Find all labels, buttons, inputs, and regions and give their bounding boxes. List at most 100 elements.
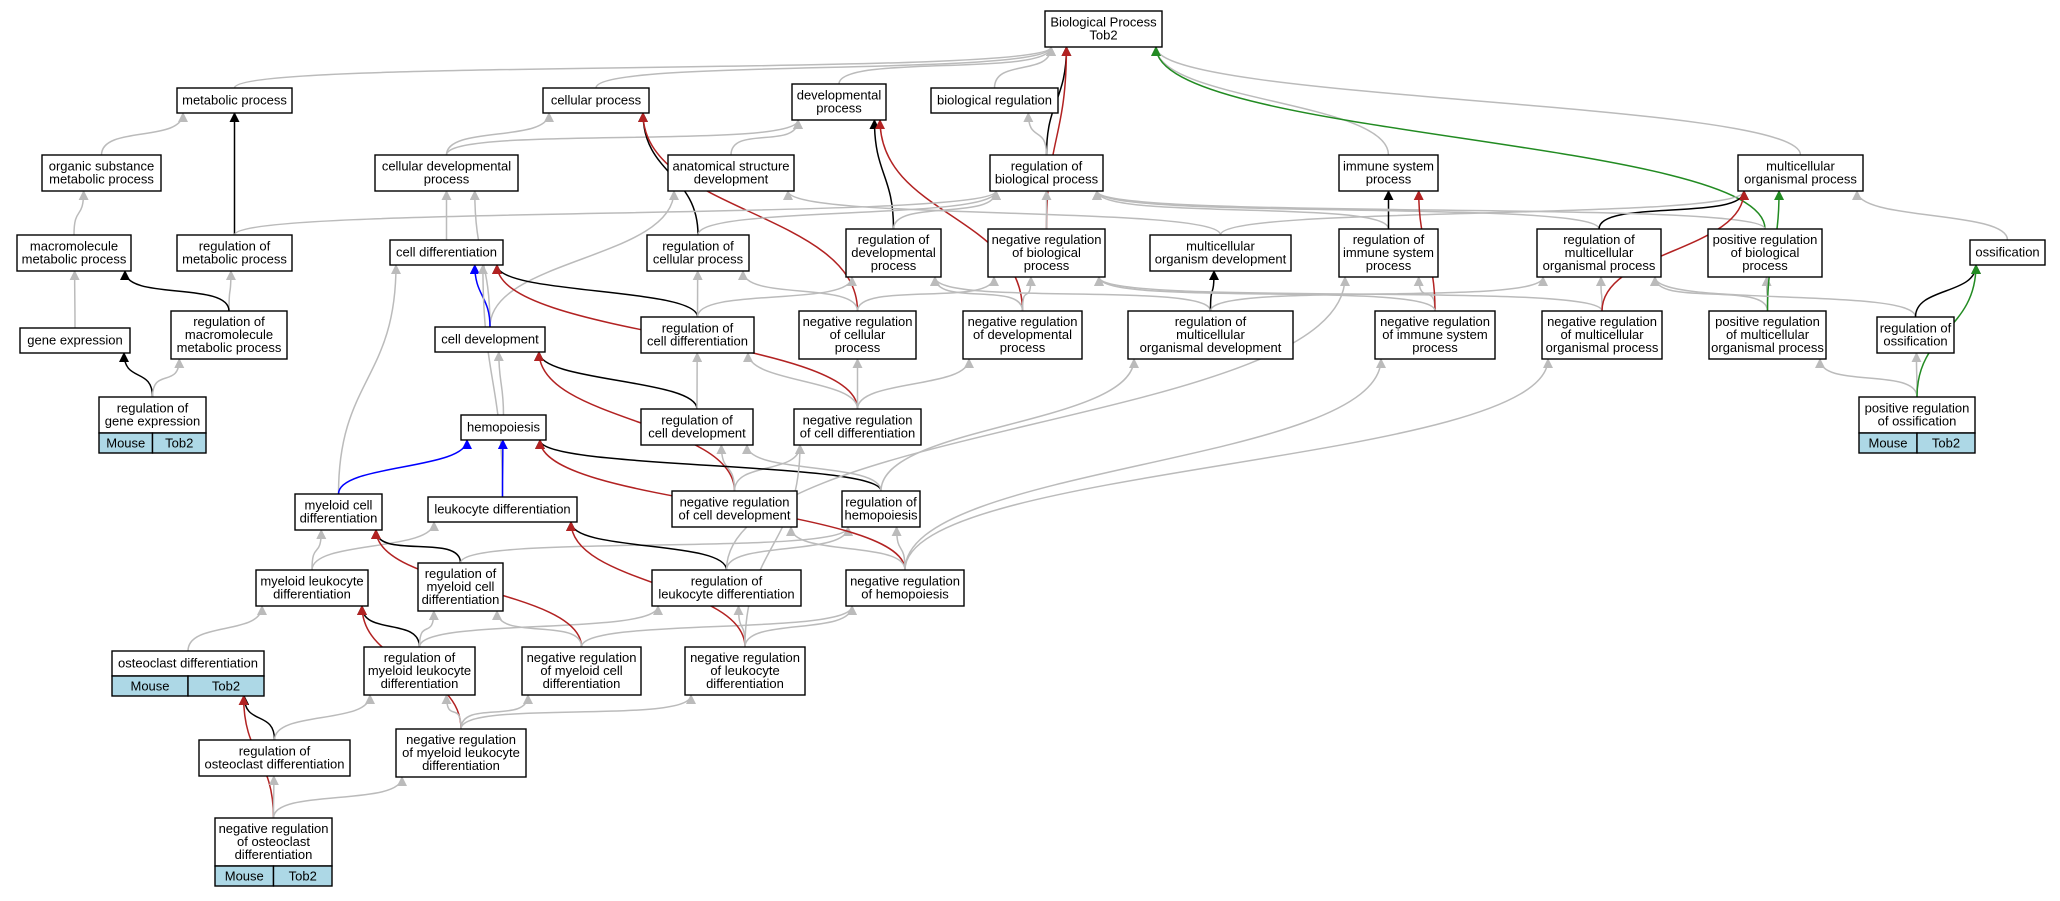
go-term-hemopoiesis[interactable]: hemopoiesis bbox=[460, 414, 547, 441]
edge-is-a-neg-reg-myeloid-cell-diff-to-reg-myeloid-cell-diff bbox=[492, 610, 583, 648]
go-term-box bbox=[962, 310, 1083, 360]
go-term-box bbox=[1708, 310, 1827, 360]
go-term-metabolic-process[interactable]: metabolic process bbox=[176, 87, 293, 114]
edge-part-of-cell-development-to-cell-differentiation bbox=[469, 264, 491, 328]
edge-is-a-macromolecule-to-organic-substance bbox=[73, 190, 89, 236]
go-term-label: negative regulation bbox=[803, 413, 913, 428]
go-term-cell-differentiation[interactable]: cell differentiation bbox=[389, 239, 504, 266]
go-term-label: immune system bbox=[1343, 245, 1434, 260]
edge-is-a-immune-system-process-to-root bbox=[1151, 46, 1390, 156]
edge-is-a-myeloid-leukocyte-diff-to-myeloid-cell-diff bbox=[311, 529, 327, 571]
go-term-ossification[interactable]: ossification bbox=[1969, 239, 2046, 266]
go-term-label: organismal process bbox=[1543, 258, 1656, 273]
go-term-label: differentiation bbox=[706, 676, 784, 691]
go-term-box bbox=[684, 646, 806, 696]
go-term-box bbox=[671, 490, 798, 528]
go-term-label: development bbox=[694, 172, 769, 187]
go-term-label: hemopoiesis bbox=[845, 508, 918, 523]
edge-is-a-reg-myeloid-leukocyte-diff-to-reg-leukocyte-diff bbox=[418, 605, 663, 648]
go-term-label: of hemopoiesis bbox=[861, 587, 949, 602]
go-term-label: biological process bbox=[995, 172, 1099, 187]
go-term-leukocyte-diff[interactable]: leukocyte differentiation bbox=[427, 496, 578, 523]
go-term-label: regulation of bbox=[662, 239, 734, 254]
edge-is-a-hemopoiesis-to-cell-development bbox=[493, 351, 505, 416]
edge-is-a-reg-ossification-to-reg-multicellular bbox=[1650, 276, 1917, 318]
edge-is-a-developmental-process-to-root bbox=[838, 46, 1056, 85]
go-term-label: regulation of bbox=[384, 650, 456, 665]
go-term-label: organismal process bbox=[1711, 340, 1824, 355]
go-term-box bbox=[1536, 228, 1662, 278]
go-term-box bbox=[1374, 310, 1496, 360]
edge-is-a-reg-osteoclast-diff-to-reg-myeloid-leukocyte-diff bbox=[273, 694, 375, 741]
annotation-gene: Tob2 bbox=[212, 679, 240, 694]
edge-is-a-neg-reg-multicellular-to-neg-reg-bio bbox=[1094, 276, 1603, 312]
go-term-box bbox=[646, 234, 750, 272]
edge-is-a-anatomical-structure-to-developmental-process bbox=[730, 119, 803, 156]
go-term-biological-regulation[interactable]: biological regulation bbox=[930, 87, 1059, 114]
go-term-label: multicellular bbox=[1176, 327, 1245, 342]
edge-regulates-reg-myeloid-leukocyte-diff-to-myeloid-leukocyte-diff bbox=[357, 605, 421, 648]
go-term-label: process bbox=[816, 101, 862, 116]
go-term-label: of cell development bbox=[678, 508, 790, 523]
go-term-label: hemopoiesis bbox=[467, 420, 540, 435]
go-term-gene-expression[interactable]: gene expression bbox=[19, 327, 131, 354]
go-term-cellular-process[interactable]: cellular process bbox=[542, 87, 650, 114]
edge-is-a-reg-myeloid-cell-diff-to-reg-hemopoiesis bbox=[459, 526, 853, 564]
go-term-label: process bbox=[1742, 258, 1788, 273]
edge-is-a-osteoclast-diff-to-myeloid-leukocyte-diff bbox=[187, 605, 267, 652]
edge-is-a-ossification-to-multicellular-organismal bbox=[1852, 190, 2009, 241]
edge-is-a-cellular-dev-process-to-developmental-process bbox=[445, 119, 803, 156]
annotation-gene: Tob2 bbox=[289, 869, 317, 884]
go-term-box bbox=[640, 316, 755, 354]
go-term-cell-development[interactable]: cell development bbox=[434, 326, 546, 353]
edge-is-a-organic-substance-to-metabolic-process bbox=[100, 112, 188, 156]
go-term-box bbox=[1737, 154, 1864, 192]
go-term-label: cellular process bbox=[551, 93, 642, 108]
edge-is-a-neg-reg-cellular-to-reg-cellular-process bbox=[738, 270, 859, 312]
